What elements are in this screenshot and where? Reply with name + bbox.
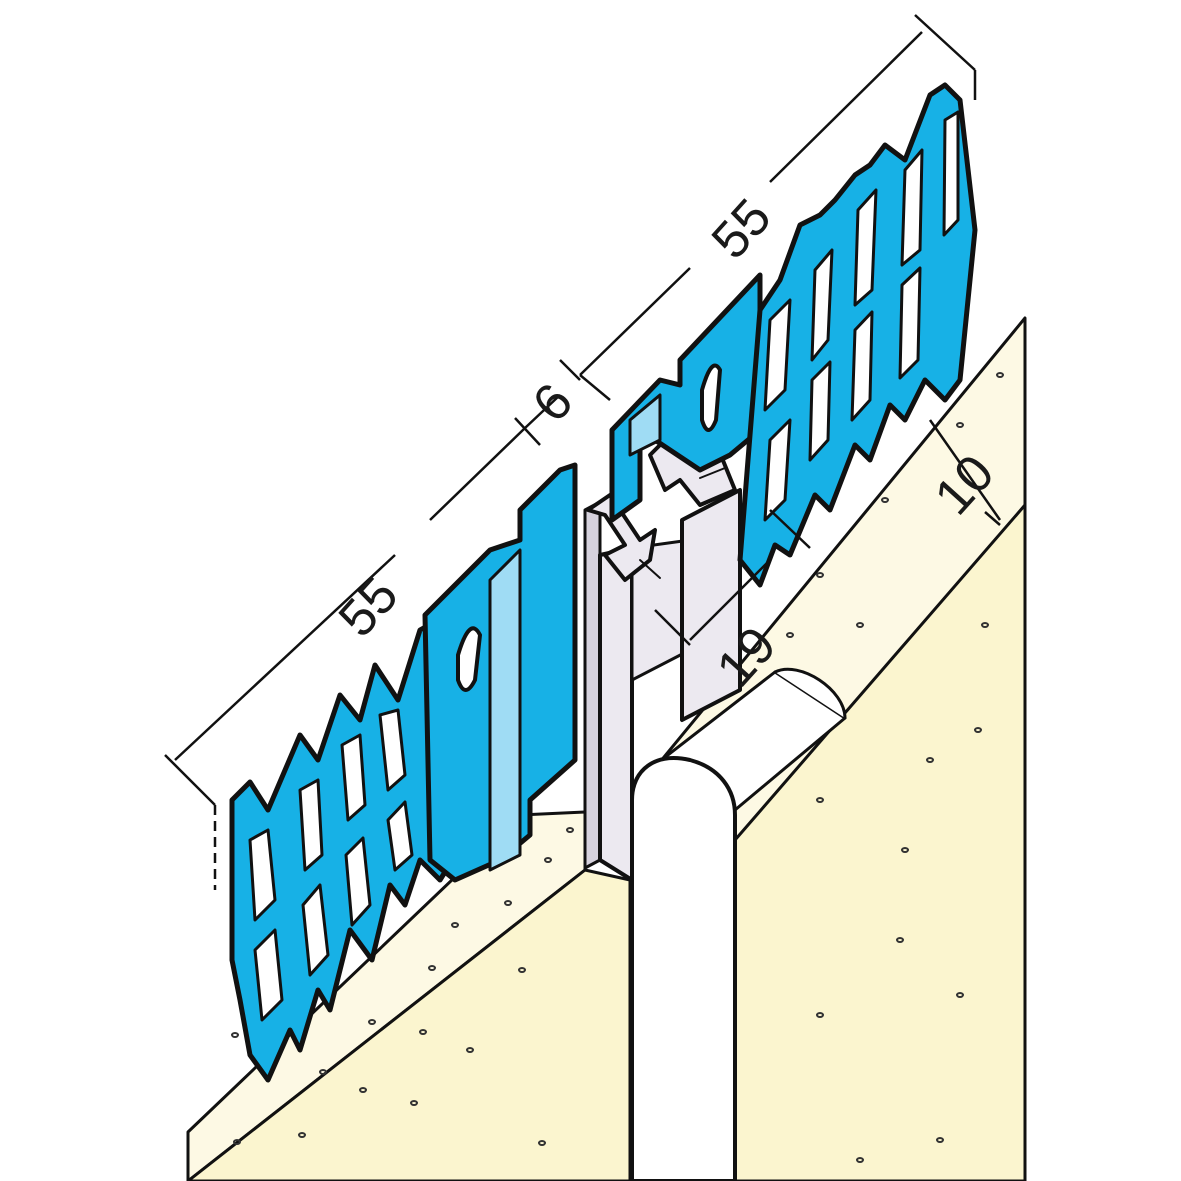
right-plate (609, 272, 763, 523)
right-plate-slot (700, 363, 722, 432)
right-plate-fold (628, 393, 662, 457)
right-mesh-openings (763, 110, 960, 522)
cord-front (630, 756, 737, 1181)
left-plate-slot (456, 626, 482, 692)
left-plate (422, 462, 578, 883)
right-expanded-metal-mesh-icon (737, 82, 978, 588)
profile-left-leg (583, 500, 602, 870)
profile-right-leg (680, 488, 742, 722)
dim-left-wing: 55 (328, 566, 410, 648)
wall-texture-dots (231, 372, 1004, 1163)
dim-joint-gap: 6 (522, 373, 584, 433)
round-backer-cord-icon (630, 667, 847, 1181)
profile-left-clip (586, 493, 657, 582)
dim-right-wing: 55 (701, 188, 783, 270)
left-expanded-metal-mesh-icon (229, 617, 468, 1083)
dimension-lines (164, 14, 1002, 890)
left-plate-fold (488, 548, 522, 872)
profile-left-front (598, 546, 634, 882)
cord-top-end (773, 667, 847, 720)
left-mesh-openings (248, 708, 414, 1022)
right-plate-face (609, 272, 763, 523)
left-mesh-outline (229, 617, 468, 1083)
